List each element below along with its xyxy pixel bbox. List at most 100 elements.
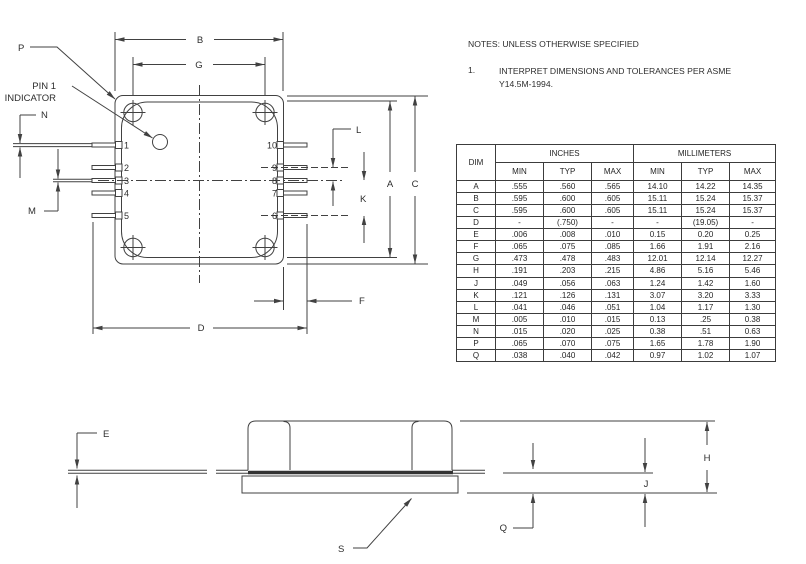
value-cell: 0.97 — [633, 348, 683, 363]
dim-cell: L — [456, 300, 496, 314]
value-cell: .600 — [543, 204, 592, 218]
top-view-drawing — [13, 32, 428, 334]
s-leader — [353, 498, 412, 549]
dim-label-j: J — [644, 479, 649, 490]
value-cell: .051 — [590, 300, 635, 314]
pin-number-8: 8 — [272, 176, 277, 186]
dim-cell: B — [456, 192, 496, 206]
value-cell: - — [729, 216, 777, 230]
table-subheader: MAX — [590, 162, 635, 181]
table-corner-header: DIM — [456, 144, 496, 181]
pin1-indicator-label-line1: PIN 1 — [32, 81, 56, 92]
top-view-labels: P PIN 1 INDICATOR N M B G A C L K F D 1 … — [5, 35, 419, 334]
dim-label-m: M — [28, 206, 36, 217]
value-cell: 1.17 — [681, 300, 731, 314]
value-cell: .555 — [495, 179, 544, 194]
value-cell: - — [495, 216, 544, 230]
table-subheader: TYP — [543, 162, 592, 181]
dim-label-n: N — [41, 110, 48, 121]
mounting-hole-bottom-right — [252, 235, 278, 260]
value-cell: 15.37 — [729, 204, 777, 218]
value-cell: 3.33 — [729, 288, 777, 302]
dim-cell: F — [456, 240, 496, 254]
side-body-seam-right — [411, 421, 419, 470]
value-cell: .046 — [543, 300, 592, 314]
value-cell: 0.38 — [633, 324, 683, 338]
centerlines — [98, 85, 349, 283]
table-subheader: MIN — [495, 162, 544, 181]
dim-label-g: G — [195, 60, 202, 71]
side-body-seam-left — [283, 421, 291, 470]
value-cell: 15.11 — [633, 192, 683, 206]
dim-label-e: E — [103, 429, 109, 440]
pin3-extended-lead — [53, 178, 92, 183]
value-cell: 0.38 — [729, 312, 777, 326]
dimension-table: DIM INCHES MILLIMETERS MIN TYP MAX MIN T… — [456, 144, 777, 363]
value-cell: (19.05) — [681, 216, 731, 230]
note-text: INTERPRET DIMENSIONS AND TOLERANCES PER … — [499, 66, 732, 90]
note-item-1: 1. INTERPRET DIMENSIONS AND TOLERANCES P… — [468, 65, 731, 92]
dim-cell: H — [456, 264, 496, 278]
value-cell: 3.07 — [633, 288, 683, 302]
value-cell: 14.35 — [729, 179, 777, 194]
pin1-indicator-circle — [152, 134, 168, 150]
value-cell: 1.24 — [633, 276, 683, 290]
value-cell: .040 — [543, 348, 592, 363]
value-cell: .560 — [543, 179, 592, 194]
value-cell: .605 — [590, 192, 635, 206]
pin-number-3: 3 — [124, 176, 129, 186]
pin1-extended-lead — [13, 143, 92, 148]
dim-cell: Q — [456, 348, 496, 363]
value-cell: .056 — [543, 276, 592, 290]
value-cell: 3.20 — [681, 288, 731, 302]
value-cell: .565 — [590, 179, 635, 194]
value-cell: 1.30 — [729, 300, 777, 314]
leader-lines — [30, 46, 153, 139]
value-cell: .483 — [590, 252, 635, 266]
value-cell: .595 — [495, 204, 544, 218]
pin1-leader — [71, 85, 153, 139]
dim-label-s: S — [338, 544, 344, 555]
q-dimension — [513, 443, 536, 529]
pin-lead — [276, 141, 308, 149]
dim-label-p: P — [18, 43, 24, 54]
table-subheader: MIN — [633, 162, 683, 181]
value-cell: .015 — [495, 324, 544, 338]
mounting-hole-top-right — [252, 100, 278, 125]
value-cell: .041 — [495, 300, 544, 314]
value-cell: 0.13 — [633, 312, 683, 326]
dim-label-q: Q — [500, 523, 507, 534]
value-cell: 1.78 — [681, 336, 731, 350]
dim-cell: P — [456, 336, 496, 350]
value-cell: 14.10 — [633, 179, 683, 194]
value-cell: .020 — [543, 324, 592, 338]
value-cell: .085 — [590, 240, 635, 254]
value-cell: 1.90 — [729, 336, 777, 350]
dim-label-k: K — [360, 194, 367, 205]
pin-lead — [91, 189, 123, 197]
e-dimension — [74, 432, 97, 508]
value-cell: 1.42 — [681, 276, 731, 290]
dim-label-l: L — [356, 125, 361, 136]
side-view-drawing — [68, 420, 717, 549]
value-cell: - — [633, 216, 683, 230]
side-left-lead — [68, 469, 248, 474]
value-cell: 5.46 — [729, 264, 777, 278]
side-body-outline — [247, 420, 453, 470]
pin-number-10: 10 — [267, 141, 277, 151]
pin-lead — [91, 141, 123, 149]
value-cell: 14.22 — [681, 179, 731, 194]
value-cell: .075 — [590, 336, 635, 350]
value-cell: 0.25 — [729, 228, 777, 242]
